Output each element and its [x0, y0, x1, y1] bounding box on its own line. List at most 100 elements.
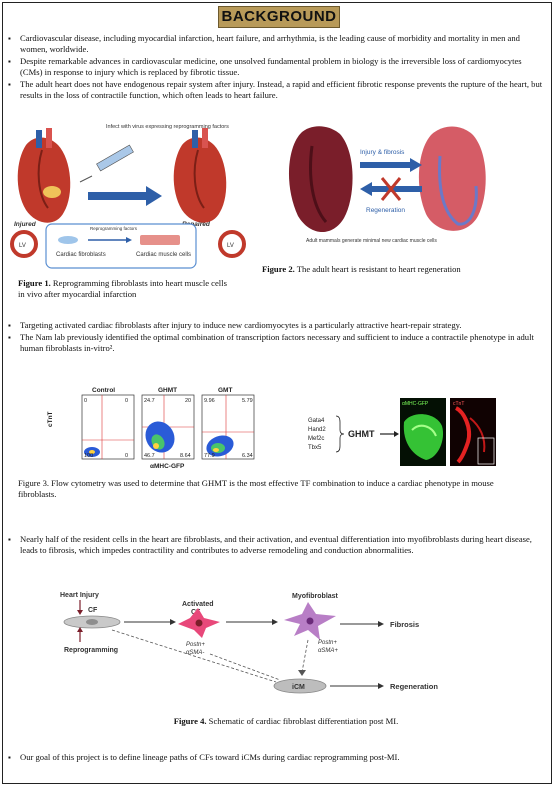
icm-cell-icon: [273, 678, 327, 694]
x-mark-icon: [380, 177, 402, 201]
quadrant-value: 8.64: [180, 453, 191, 459]
arrow-icon: [378, 683, 384, 689]
bullet-item: The adult heart does not have endogenous…: [6, 79, 546, 101]
panel-title: GHMT: [158, 387, 177, 394]
quadrant-value: 0: [125, 398, 128, 404]
fibrosis-label: Fibrosis: [390, 620, 419, 629]
figure2-caption: Figure 2. The adult heart is resistant t…: [262, 264, 542, 275]
cf-label: CF: [88, 607, 98, 614]
quadrant-value: 20: [185, 398, 191, 404]
factor-item: Gata4: [308, 418, 325, 424]
quadrant-value: 24.7: [144, 398, 155, 404]
heart-injury-label: Heart Injury: [60, 592, 99, 599]
regeneration-label: Regeneration: [390, 682, 438, 691]
lower-bullet-list: Nearly half of the resident cells in the…: [6, 534, 546, 557]
figure4-diagram: Heart Injury CF Reprogramming Activated …: [58, 588, 498, 710]
reprogramming-label: Reprogramming: [64, 647, 118, 654]
section-title: BACKGROUND: [218, 6, 340, 28]
caption-text: Schematic of cardiac fibroblast differen…: [206, 716, 399, 726]
final-bullet-list: Our goal of this project is to define li…: [6, 752, 546, 764]
quadrant-value: 100: [84, 453, 93, 459]
regeneration-label: Regeneration: [366, 207, 405, 214]
healthy-heart-icon: [288, 126, 353, 233]
repaired-label: Repaired: [182, 221, 211, 228]
injured-label: Injured: [14, 221, 37, 228]
arrow-head-icon: [298, 670, 306, 676]
factor-item: Mef2c: [308, 436, 324, 442]
arrow-icon: [272, 619, 278, 625]
arrow-icon: [394, 431, 399, 437]
arrow-icon: [88, 186, 162, 206]
fibrotic-heart-icon: [418, 126, 486, 231]
injured-heart-icon: [17, 128, 71, 223]
injury-fibrosis-label: Injury & fibrosis: [360, 149, 405, 156]
icm-label: iCM: [292, 684, 305, 691]
quadrant-value: 77.9: [204, 453, 215, 459]
marker-label: αSMA-: [186, 650, 204, 656]
myofibroblast-label: Myofibroblast: [292, 593, 339, 600]
green-panel-label: αMHC-GFP: [402, 401, 429, 407]
quadrant-value: 9.96: [204, 398, 215, 404]
arrow-head-icon: [77, 627, 83, 632]
combo-label: GHMT: [348, 429, 375, 439]
arrow-icon: [170, 619, 176, 625]
panel-title: GMT: [218, 387, 232, 394]
x-axis-label: αMHC-GFP: [150, 463, 185, 470]
figure2-bottom-text: Adult mammals generate minimal new cardi…: [306, 238, 437, 244]
figure4-caption: Figure 4. Schematic of cardiac fibroblas…: [116, 716, 456, 727]
lv-label: LV: [227, 243, 234, 249]
quadrant-value: 0: [125, 453, 128, 459]
figure1-caption: Figure 1. Reprogramming fibroblasts into…: [18, 278, 233, 300]
flow-panel-ghmt: GHMT 24.7 20 46.7 8.64: [141, 387, 195, 460]
caption-label: Figure 1.: [18, 278, 51, 288]
lv-ring-repaired: [218, 230, 246, 258]
lv-label: LV: [19, 243, 26, 249]
cardiac-muscle-cells-label: Cardiac muscle cells: [136, 252, 191, 258]
arrow-icon: [378, 621, 384, 627]
panel-title: Control: [92, 387, 115, 394]
quadrant-value: 5.79: [242, 398, 253, 404]
lv-ring-injured: [10, 230, 38, 258]
factor-item: Tbx5: [308, 445, 322, 451]
quadrant-value: 6.34: [242, 453, 253, 459]
repaired-heart-icon: [173, 128, 227, 223]
reprogramming-factors-label: Reprogramming factors: [90, 226, 138, 231]
infect-label: Infect with virus expressing reprogrammi…: [106, 124, 229, 130]
middle-bullet-list: Targeting activated cardiac fibroblasts …: [6, 320, 546, 355]
flow-panel-gmt: GMT 9.96 5.79 77.9 6.34: [201, 387, 255, 460]
activated-label: Activated: [182, 601, 214, 608]
arrow-head-icon: [77, 610, 83, 615]
bullet-item: Despite remarkable advances in cardiovas…: [6, 56, 546, 78]
caption-label: Figure 2.: [262, 264, 295, 274]
flow-panel-control: Control 0 0 100 0: [81, 387, 135, 460]
figure2-illustration: Injury & fibrosis Regeneration Adult mam…: [282, 126, 506, 248]
figure3-caption: Figure 3. Flow cytometry was used to det…: [18, 478, 494, 499]
bullet-item: Nearly half of the resident cells in the…: [6, 534, 546, 556]
caption-text: Reprogramming fibroblasts into heart mus…: [18, 278, 227, 299]
factor-item: Hand2: [308, 427, 326, 433]
bullet-item: The Nam lab previously identified the op…: [6, 332, 546, 354]
caption-text: The adult heart is resistant to heart re…: [294, 264, 461, 274]
figure3-illustration: cTnT αMHC-GFP Control 0 0 100 0 GHMT 24.…: [40, 382, 500, 472]
quadrant-value: 0: [84, 398, 87, 404]
bullet-item: Targeting activated cardiac fibroblasts …: [6, 320, 546, 331]
marker-label: αSMA+: [318, 648, 338, 654]
figure1-illustration: Infect with virus expressing reprogrammi…: [6, 120, 246, 274]
marker-label: Postn+: [318, 640, 337, 646]
brace-icon: [335, 415, 345, 453]
bullet-item: Our goal of this project is to define li…: [6, 752, 546, 763]
factor-list: Gata4 Hand2 Mef2c Tbx5: [308, 418, 326, 451]
arrow-icon: [360, 158, 422, 172]
cardiac-fibroblasts-label: Cardiac fibroblasts: [56, 252, 106, 258]
intro-bullet-list: Cardiovascular disease, including myocar…: [6, 33, 546, 102]
fibroblast-cell-icon: [58, 236, 78, 244]
y-axis-label: cTnT: [47, 411, 54, 427]
muscle-cell-icon: [140, 235, 180, 245]
red-panel-label: cTnT: [453, 401, 464, 407]
bullet-item: Cardiovascular disease, including myocar…: [6, 33, 546, 55]
marker-label: Postn+: [186, 642, 205, 648]
syringe-icon: [79, 144, 134, 183]
arrow-head-icon: [126, 237, 132, 243]
caption-label: Figure 4.: [173, 716, 207, 726]
